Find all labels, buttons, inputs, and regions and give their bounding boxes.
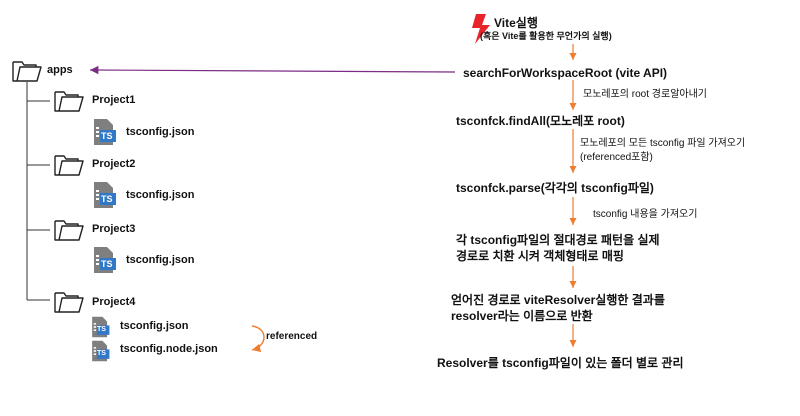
flow-step-2: tsconfck.findAll(모노레포 root) <box>456 114 625 128</box>
folder-icon <box>12 61 42 82</box>
flow-note-3: tsconfig 내용을 가져오기 <box>593 209 698 220</box>
root-link-arrow <box>89 65 456 75</box>
ts-badge: TS <box>97 350 106 357</box>
referenced-arrow <box>251 325 265 353</box>
ts-file-icon: TS <box>92 246 116 274</box>
flow-start-title: Vite실행 <box>494 16 538 30</box>
flow-note-2b: (referenced포함) <box>580 152 653 163</box>
ts-badge: TS <box>101 259 113 269</box>
tree-project-4[interactable]: Project4 <box>92 296 136 308</box>
flow-step-4-line1: 각 tsconfig파일의 절대경로 패턴을 실제 <box>456 233 660 247</box>
ts-badge: TS <box>97 326 106 333</box>
ts-file-icon: TS <box>92 181 116 209</box>
flow-start-subtitle: (혹은 Vite를 활용한 무언가의 실행) <box>480 31 612 41</box>
flow-step-3: tsconfck.parse(각각의 tsconfig파일) <box>456 181 654 195</box>
flow-step-4-line2: 경로로 치환 시켜 객체형태로 매핑 <box>456 249 624 263</box>
ts-file-icon: TS <box>92 118 116 146</box>
tree-root-label[interactable]: apps <box>47 64 73 76</box>
referenced-label: referenced <box>266 331 318 342</box>
folder-icon <box>54 220 84 241</box>
ts-badge: TS <box>101 131 113 141</box>
tree-file[interactable]: tsconfig.node.json <box>120 343 218 355</box>
flow-step-1: searchForWorkspaceRoot (vite API) <box>463 66 668 80</box>
folder-icon <box>54 91 84 112</box>
tree-file[interactable]: tsconfig.json <box>126 189 195 201</box>
tree-project-2[interactable]: Project2 <box>92 158 136 170</box>
tree-project-3[interactable]: Project3 <box>92 223 136 235</box>
flow-note-2: 모노레포의 모든 tsconfig 파일 가져오기 <box>580 138 746 149</box>
lightning-bolt-icon <box>472 14 490 44</box>
tree-file[interactable]: tsconfig.json <box>120 320 189 332</box>
flow-step-6: Resolver를 tsconfig파일이 있는 폴더 별로 관리 <box>437 356 684 370</box>
tree-file[interactable]: tsconfig.json <box>126 254 195 266</box>
ts-badge: TS <box>101 194 113 204</box>
flow-step-5-line1: 얻어진 경로로 viteResolver실행한 결과를 <box>451 293 665 307</box>
folder-icon <box>54 155 84 176</box>
flow-note-1: 모노레포의 root 경로알아내기 <box>583 89 707 100</box>
tree-project-1[interactable]: Project1 <box>92 94 136 106</box>
flow-step-5-line2: resolver라는 이름으로 반환 <box>451 309 593 323</box>
ts-file-icon: TS <box>90 316 110 338</box>
ts-file-icon: TS <box>90 340 110 362</box>
tree-file[interactable]: tsconfig.json <box>126 126 195 138</box>
tree-connectors <box>26 82 50 301</box>
folder-icon <box>54 292 84 313</box>
